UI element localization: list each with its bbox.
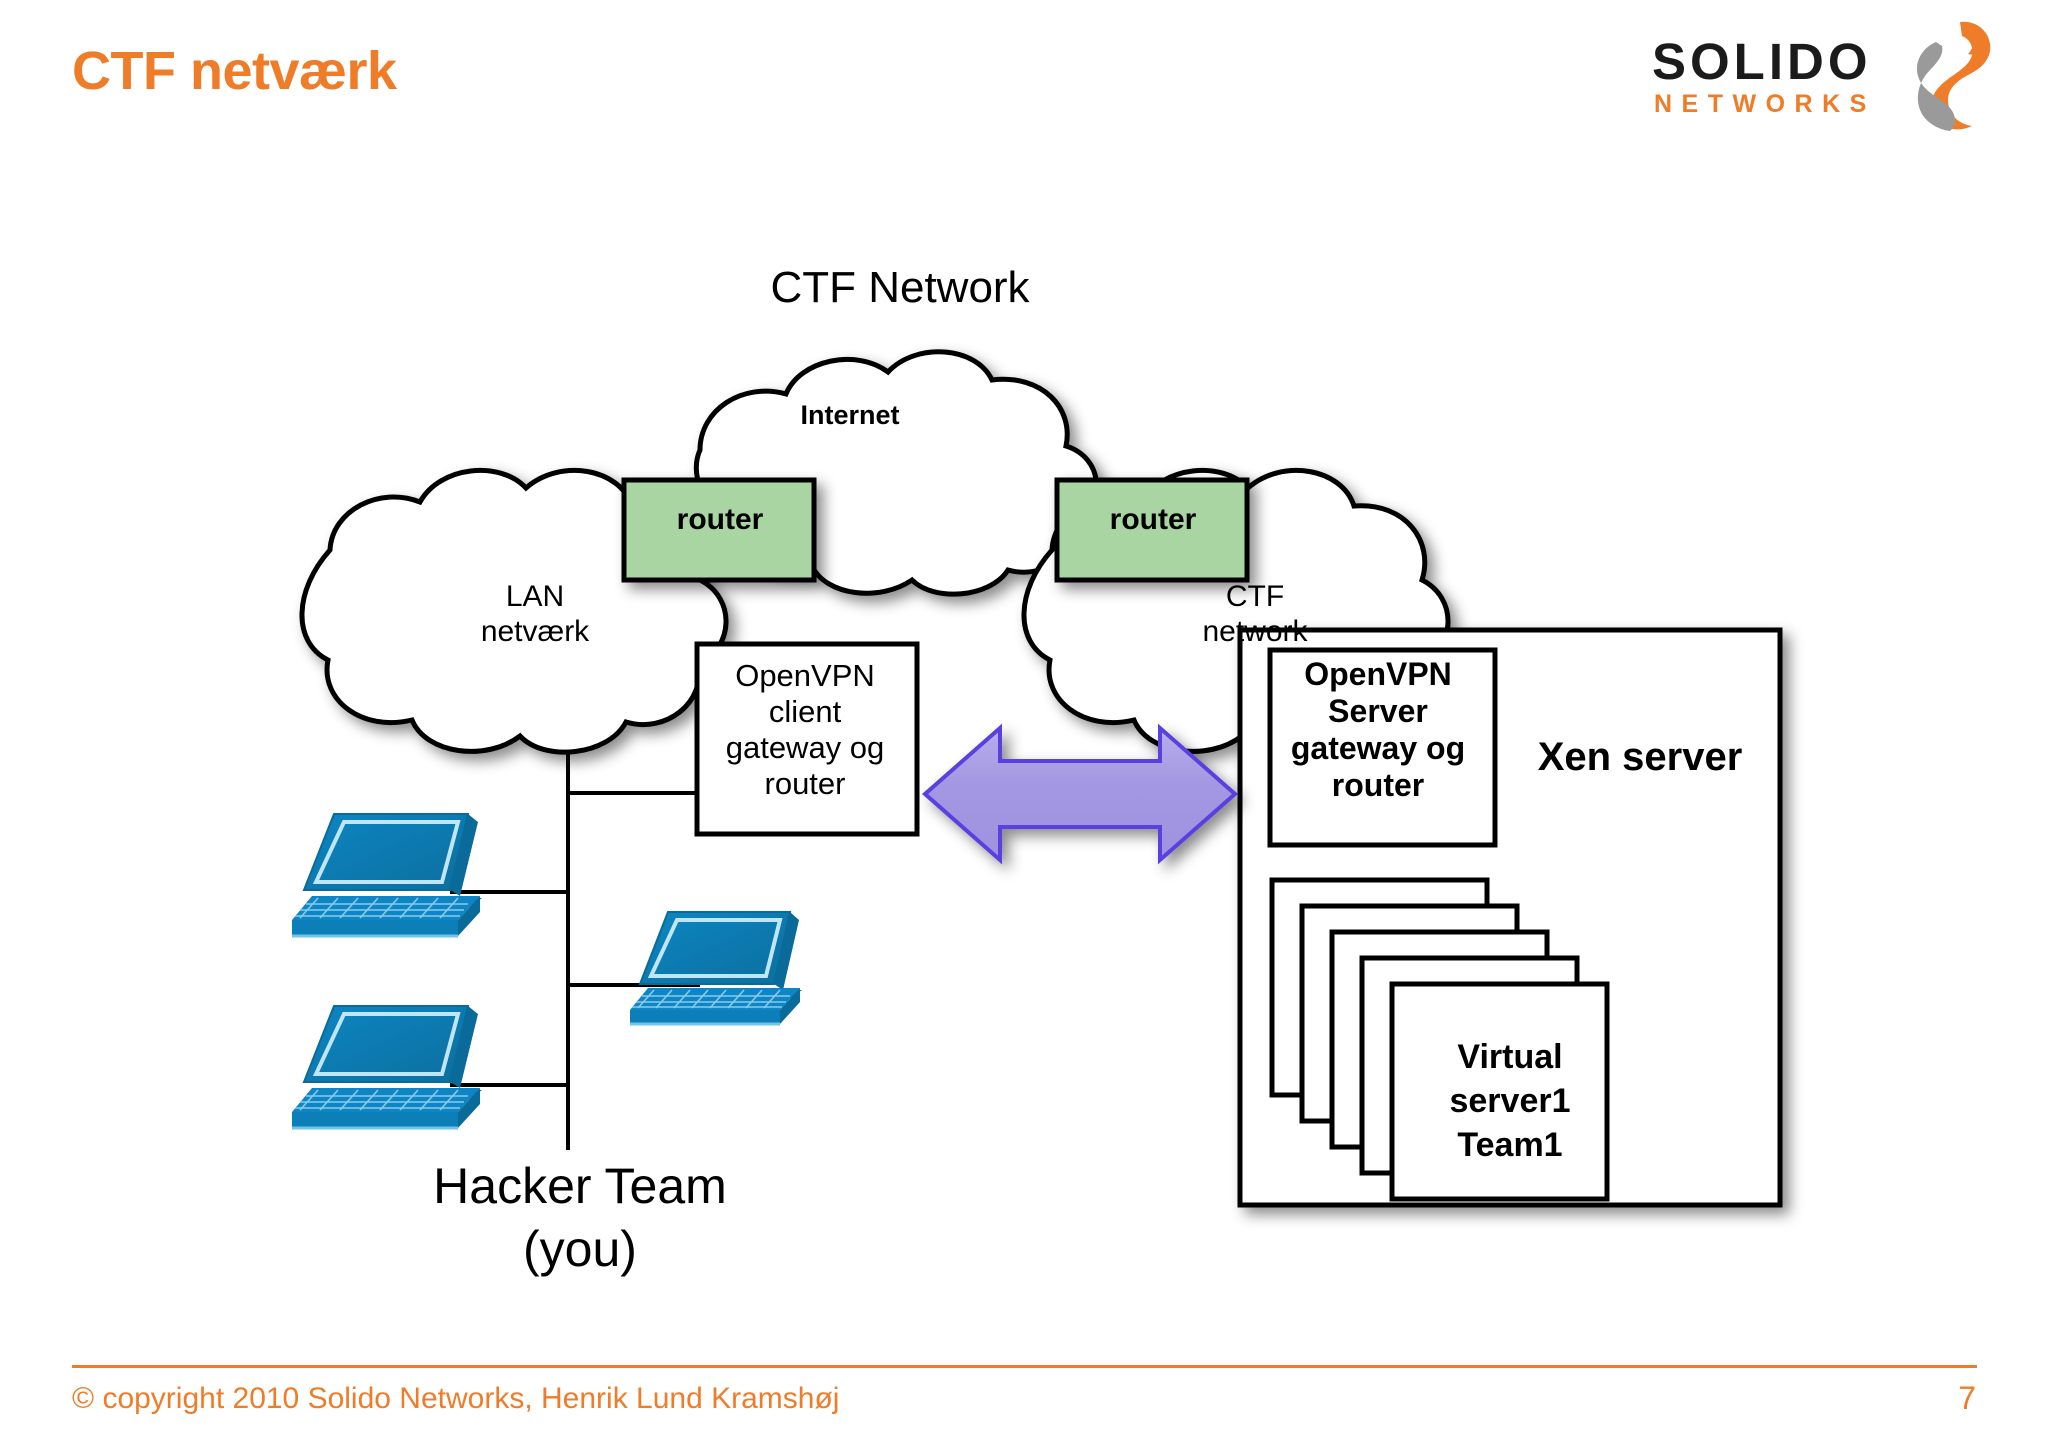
logo-wordmark-secondary: NETWORKS [1654, 90, 1876, 118]
footer-divider [72, 1365, 1977, 1368]
logo-wordmark-primary: SOLIDO [1652, 36, 1872, 87]
openvpn-server-line2: Server [1328, 693, 1428, 730]
virtual-server-line3: Team1 [1457, 1126, 1563, 1165]
logo-solido-text: SOLIDO [1652, 33, 1872, 90]
openvpn-client-line1: OpenVPN [735, 658, 875, 693]
virtual-server-label: Virtual server1 Team1 [1395, 1035, 1625, 1168]
diagram-vector-layer [292, 349, 1783, 1208]
cloud-label-ctf-line1: CTF [1225, 580, 1285, 613]
cloud-label-lan-line2: netværk [480, 614, 590, 648]
openvpn-client-box [694, 641, 920, 837]
virtual-server-line1: Virtual [1457, 1038, 1563, 1076]
router-left-label: router [676, 503, 764, 536]
router-right-box [1054, 477, 1250, 583]
router-right-label: router [1109, 503, 1197, 536]
openvpn-client-line2: client [768, 693, 842, 729]
seahorse-logo-icon [1916, 21, 1991, 131]
cloud-label-lan: LAN netværk [400, 580, 670, 650]
hacker-team-line2: (you) [523, 1220, 637, 1277]
openvpn-server-box [1267, 647, 1498, 848]
openvpn-server-line4: router [1331, 767, 1425, 804]
cloud-label-lan-line1: LAN [505, 580, 565, 613]
network-diagram: CTF Network Internet LAN netværk CTF net… [0, 150, 2048, 1310]
cloud-label-ctf: CTF network [1120, 580, 1390, 650]
laptop-lan-3 [630, 911, 802, 1026]
page-number: 7 [1958, 1380, 1976, 1416]
page-title: CTF netværk [72, 41, 397, 101]
laptop-lan-1 [292, 813, 482, 938]
openvpn-server-line1: OpenVPN [1304, 656, 1452, 692]
virtual-server-line2: server1 [1449, 1082, 1571, 1121]
hacker-team-line1: Hacker Team [433, 1158, 727, 1214]
cloud-label-ctf-line2: network [1202, 614, 1308, 648]
xen-server-label: Xen server [1537, 735, 1743, 779]
laptop-lan-2 [292, 1005, 482, 1130]
router-left-box [621, 477, 817, 583]
footer-copyright: © copyright 2010 Solido Networks, Henrik… [72, 1382, 840, 1415]
openvpn-server-line3: gateway og [1290, 730, 1466, 767]
virtual-server-stack [1269, 877, 1610, 1202]
openvpn-client-label: OpenVPN client gateway og router [700, 658, 910, 802]
double-headed-arrow-icon [921, 723, 1239, 865]
openvpn-server-label: OpenVPN Server gateway og router [1268, 656, 1488, 804]
openvpn-client-line3: gateway og [725, 729, 885, 765]
diagram-heading: CTF Network [770, 263, 1030, 312]
cloud-label-internet: Internet [800, 400, 900, 430]
brand-logo: SOLIDO NETWORKS [1652, 18, 1992, 133]
network-links [450, 710, 700, 1150]
openvpn-client-line4: router [764, 765, 846, 801]
hacker-team-label: Hacker Team (you) [370, 1155, 790, 1280]
